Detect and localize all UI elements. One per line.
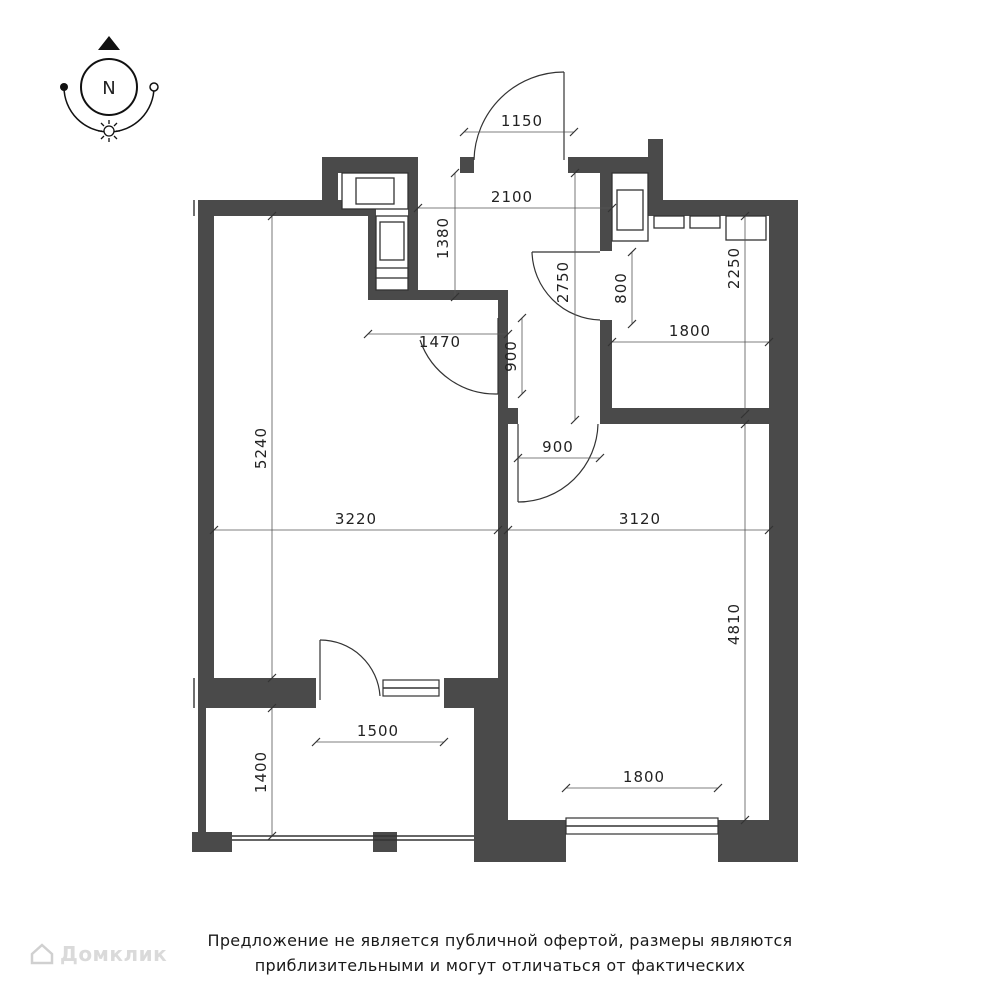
dim-label-4810: 4810 [725, 603, 743, 645]
dim-label-800: 800 [612, 272, 630, 304]
closet-fixtures [341, 172, 767, 291]
disclaimer: Предложение не является публичной оферто… [0, 928, 1000, 978]
dim-label-900-horizontal: 900 [542, 438, 574, 456]
window [382, 679, 719, 835]
walls [192, 139, 798, 862]
dim-label-3120: 3120 [619, 510, 661, 528]
dim-label-900-vertical: 900 [502, 340, 520, 372]
sun-icon [98, 120, 120, 142]
dim-label-2250: 2250 [725, 247, 743, 289]
dim-label-1150: 1150 [501, 112, 543, 130]
dim-label-1470: 1470 [419, 333, 461, 351]
north-compass-icon: N [60, 36, 159, 142]
dim-label-1400: 1400 [252, 751, 270, 793]
compass-label: N [102, 78, 115, 99]
house-logo-icon [30, 943, 54, 965]
dim-label-5240: 5240 [252, 427, 270, 469]
watermark: Домклик [30, 942, 167, 966]
dimension-labels: 1150 2100 1380 2750 800 2250 1470 1800 9… [252, 112, 743, 793]
watermark-text: Домклик [60, 942, 168, 966]
dim-label-1800-closet: 1800 [669, 322, 711, 340]
disclaimer-line-2: приблизительными и могут отличаться от ф… [254, 956, 746, 975]
dim-label-1800-window: 1800 [623, 768, 665, 786]
dim-label-2750: 2750 [554, 261, 572, 303]
disclaimer-line-1: Предложение не является публичной оферто… [207, 931, 793, 950]
doors [319, 71, 601, 700]
dimension-lines [209, 127, 774, 841]
dim-label-3220: 3220 [335, 510, 377, 528]
dim-label-1500: 1500 [357, 722, 399, 740]
dim-label-2100: 2100 [491, 188, 533, 206]
dim-label-1380: 1380 [434, 217, 452, 259]
